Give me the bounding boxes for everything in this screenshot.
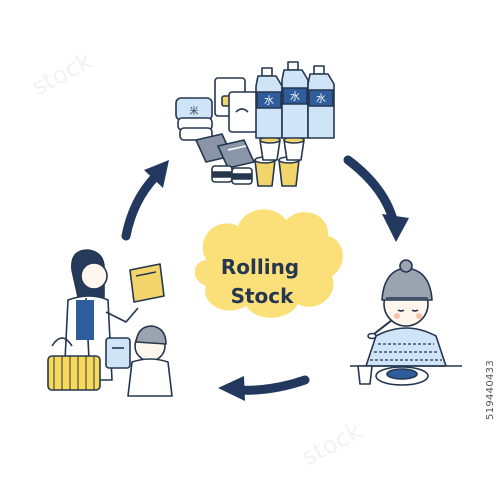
rice-packs: 米 — [175, 97, 213, 141]
water-bottle-2-label: 水 — [290, 91, 300, 103]
cloud-shape — [194, 209, 343, 318]
water-bottle-2: 水 — [281, 61, 309, 139]
shopping-illustration — [47, 249, 173, 397]
cycle-arrows — [121, 155, 409, 401]
child-body — [365, 327, 447, 367]
retort-pouches — [195, 133, 255, 169]
small-child-body — [127, 358, 173, 397]
food-boxes — [214, 77, 258, 133]
water-bottles: 水 水 水 — [255, 61, 335, 139]
instant-cups — [254, 136, 305, 187]
canned-food — [211, 165, 253, 185]
center-cloud: Rolling Stock — [194, 209, 343, 318]
shopping-basket — [47, 337, 101, 391]
arrow-up-head — [144, 160, 169, 188]
glass — [357, 365, 373, 385]
child-eating-illustration — [350, 259, 462, 386]
knit-hat — [381, 267, 433, 301]
center-label-line2: Stock — [231, 284, 295, 308]
child-held-box — [105, 337, 131, 369]
rice-box-label: 米 — [189, 105, 198, 117]
water-bottle-1: 水 — [255, 67, 283, 139]
water-bottle-3: 水 — [307, 65, 335, 139]
stock-food-illustration: 米 — [175, 61, 335, 187]
water-bottle-3-label: 水 — [316, 93, 326, 105]
arrow-left-head — [218, 376, 245, 401]
stock-id: 519440433 — [485, 360, 496, 420]
arrow-left-icon — [231, 375, 310, 395]
arrow-up-icon — [121, 171, 161, 241]
held-package — [129, 263, 165, 303]
arrow-right-down-head — [382, 214, 409, 242]
center-label-line1: Rolling — [221, 255, 299, 279]
small-child-hat — [135, 325, 167, 345]
water-bottle-1-label: 水 — [264, 95, 274, 107]
mother-head — [80, 262, 108, 290]
